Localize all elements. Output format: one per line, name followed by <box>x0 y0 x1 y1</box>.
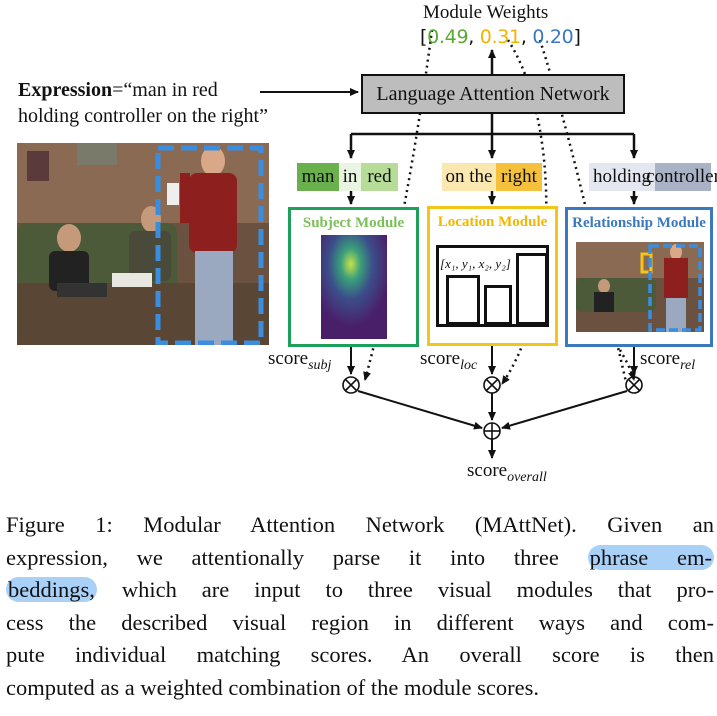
multiply-node-subj <box>342 376 360 394</box>
scene-photo <box>17 143 269 345</box>
weight-location: 0.31 <box>479 26 521 48</box>
weight-sep-1: , <box>468 26 474 48</box>
score-location-sub: loc <box>460 357 478 373</box>
relationship-module: Relationship Module <box>565 207 713 347</box>
weight-rel-dotted-tip <box>618 349 636 381</box>
weight-relationship: 0.20 <box>532 26 574 48</box>
subject-module-title: Subject Module <box>302 215 405 231</box>
location-module: Location Module [x₁, y₁, x₂, y₂] <box>427 206 558 346</box>
phrase-red: red <box>361 163 398 191</box>
weight-subj-dotted <box>363 29 434 381</box>
phrase-man: man <box>297 163 339 191</box>
score-relationship-sub: rel <box>680 357 696 373</box>
multiply-node-loc <box>483 376 501 394</box>
score-subject-sub: subj <box>308 357 332 373</box>
caption-line-4: cess the described visual region in diff… <box>6 609 714 635</box>
caption-highlight-2: beddings, <box>6 577 97 603</box>
controller-shape <box>167 183 179 205</box>
location-bar-1 <box>446 275 480 325</box>
module-weights-values: [0.49, 0.31, 0.20] <box>420 26 581 48</box>
subject-attention-heatmap <box>321 235 387 339</box>
bracket-open: [ <box>420 26 428 48</box>
weight-subject: 0.49 <box>427 26 469 48</box>
location-formula: [x₁, y₁, x₂, y₂] <box>440 256 511 271</box>
score-relationship: scorerel <box>640 348 696 373</box>
score-overall-sub: overall <box>507 469 547 485</box>
subject-module: Subject Module <box>288 207 419 347</box>
sum-in-rel <box>501 390 628 430</box>
score-subject: scoresubj <box>268 348 332 373</box>
caption-line-2: expression, we attentionally parse it in… <box>6 544 714 570</box>
relationship-scene-thumbnail <box>576 242 704 332</box>
caption-line-5: pute individual matching scores. An over… <box>6 642 714 668</box>
caption-line-6: computed as a weighted combination of th… <box>6 674 539 700</box>
phrase-on-the: on the <box>442 163 496 191</box>
figure-caption: Figure 1: Modular Attention Network (MAt… <box>6 509 714 705</box>
expression-text-1: =“man in red <box>112 79 218 101</box>
phrase-right: right <box>496 163 542 191</box>
score-location: scoreloc <box>420 348 478 373</box>
location-bar-2 <box>484 285 512 325</box>
language-attention-network-box: Language Attention Network <box>361 74 625 114</box>
weight-sep-2: , <box>520 26 527 48</box>
subject-bbox <box>155 145 264 345</box>
expression-line-2: holding controller on the right” <box>18 105 268 127</box>
caption-line-3: beddings, which are input to three visua… <box>6 577 714 603</box>
phrase-controller: controller <box>646 163 717 191</box>
score-overall: scoreoverall <box>467 460 547 485</box>
location-module-title: Location Module <box>437 214 548 230</box>
relationship-module-title: Relationship Module <box>572 215 706 231</box>
phrase-holding: holding <box>589 163 655 191</box>
sum-node <box>483 422 501 440</box>
subject-bbox-small <box>648 244 702 332</box>
expression-key: Expression <box>18 79 113 101</box>
module-weights-title: Module Weights <box>423 2 549 23</box>
caption-highlight-1: phrase em- <box>587 544 714 570</box>
location-bar-3 <box>516 253 548 325</box>
bracket-close: ] <box>573 26 581 48</box>
sum-in-subj <box>357 390 483 430</box>
phrase-in: in <box>339 163 361 191</box>
multiply-node-rel <box>625 376 643 394</box>
expression-line-1: Expression=“man in red <box>18 79 218 102</box>
caption-line-1: Figure 1: Modular Attention Network (MAt… <box>6 512 714 537</box>
